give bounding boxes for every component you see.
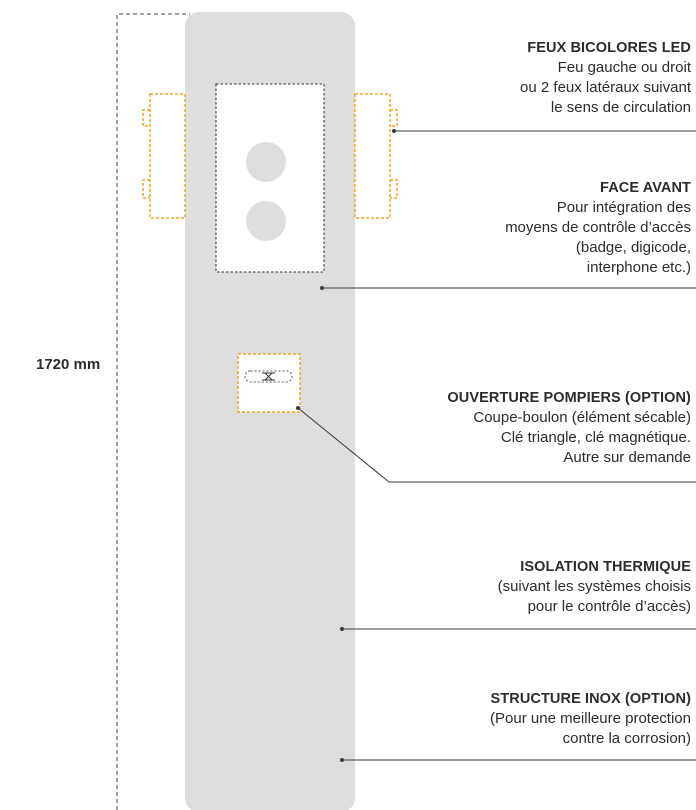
- height-label: 1720 mm: [36, 356, 101, 373]
- callout-led-lights: FEUX BICOLORES LED Feu gauche ou droit o…: [331, 38, 691, 118]
- callout-line: Coupe-boulon (élément sécable): [473, 409, 691, 426]
- callout-firefighter-opening: OUVERTURE POMPIERS (OPTION) Coupe-boulon…: [331, 388, 691, 468]
- callout-line: le sens de circulation: [550, 99, 691, 116]
- callout-line: interphone etc.): [586, 259, 691, 276]
- callout-line: moyens de contrôle d’accès: [505, 219, 691, 236]
- callout-line: pour le contrôle d’accès): [527, 598, 691, 615]
- callout-title: OUVERTURE POMPIERS (OPTION): [447, 390, 691, 406]
- callout-line: Pour intégration des: [556, 199, 691, 216]
- leader-dot-firefighter: [296, 406, 300, 410]
- height-dimension-line: [116, 13, 190, 810]
- callout-thermal-insulation: ISOLATION THERMIQUE (suivant les système…: [331, 557, 691, 617]
- side-light-left: [142, 93, 186, 219]
- bolt-cutter-icon-mark: [262, 372, 275, 381]
- callout-title: ISOLATION THERMIQUE: [520, 559, 691, 575]
- leader-line-firefighter: [297, 407, 696, 483]
- callout-line: (suivant les systèmes choisis: [497, 578, 691, 595]
- leader-dot-lights: [392, 129, 396, 133]
- callout-line: Clé triangle, clé magnétique.: [500, 429, 691, 446]
- callout-stainless-structure: STRUCTURE INOX (OPTION) (Pour une meille…: [331, 689, 691, 749]
- leader-dot-structure: [340, 758, 344, 762]
- leader-dot-insulation: [340, 627, 344, 631]
- firefighter-opening: [237, 353, 301, 413]
- callout-title: STRUCTURE INOX (OPTION): [490, 691, 691, 707]
- callout-line: (Pour une meilleure protection: [490, 710, 691, 727]
- callout-line: contre la corrosion): [562, 730, 691, 747]
- callout-line: Feu gauche ou droit: [557, 59, 691, 76]
- traffic-light-top: [246, 142, 286, 182]
- callout-line: Autre sur demande: [563, 449, 691, 466]
- callout-line: (badge, digicode,: [575, 239, 691, 256]
- callout-title: FEUX BICOLORES LED: [527, 40, 691, 56]
- callout-title: FACE AVANT: [600, 180, 691, 196]
- traffic-light-bottom: [246, 201, 286, 241]
- leader-dot-front-face: [320, 286, 324, 290]
- callout-line: ou 2 feux latéraux suivant: [520, 79, 691, 96]
- side-light-right: [354, 93, 398, 219]
- bolt-cutter-icon: [244, 370, 293, 383]
- callout-front-face: FACE AVANT Pour intégration des moyens d…: [331, 178, 691, 278]
